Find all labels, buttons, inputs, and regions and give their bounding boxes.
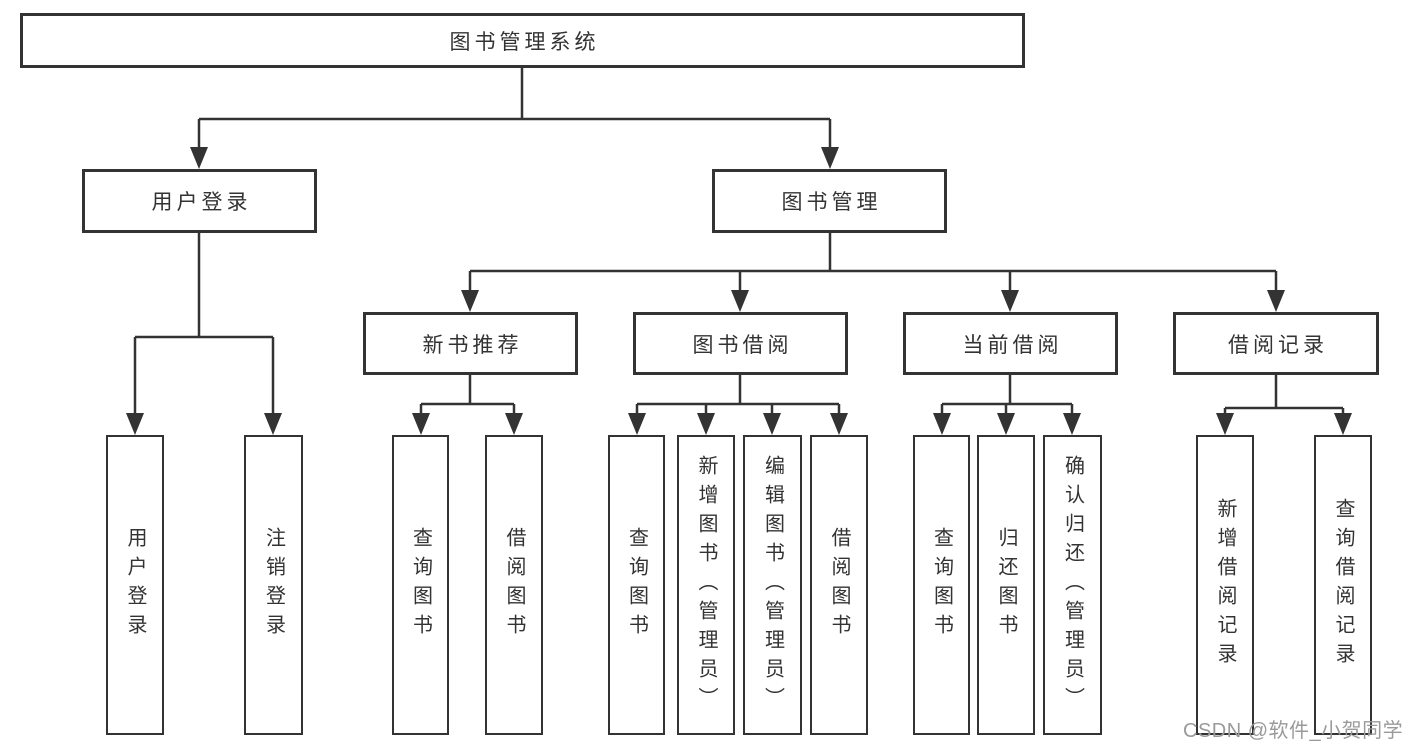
leaf-cb-query-books-label: 查询图书 (930, 527, 953, 643)
node-current-borrow-label: 当前借阅 (962, 333, 1063, 357)
leaf-br-add-record: 新增借阅记录 (1196, 435, 1254, 735)
leaf-bb-query-books: 查询图书 (608, 435, 665, 735)
connector-userlogin-to-leaves (133, 232, 275, 416)
leaf-nb-borrow-books-label: 借阅图书 (503, 527, 525, 643)
leaf-nb-query-books-label: 查询图书 (409, 527, 432, 643)
leaf-cb-confirm-return-admin: 确认归还（管理员） (1043, 435, 1102, 735)
node-root: 图书管理系统 (20, 13, 1025, 68)
leaf-bb-edit-books-admin-label: 编辑图书（管理员） (761, 454, 784, 716)
leaf-bb-borrow-books: 借阅图书 (810, 435, 868, 735)
node-current-borrow: 当前借阅 (903, 312, 1118, 375)
node-new-book-recommend: 新书推荐 (363, 312, 578, 375)
leaf-bb-add-books-admin: 新增图书（管理员） (677, 435, 735, 735)
node-book-management-label: 图书管理 (781, 191, 882, 214)
connector-root-to-level2 (197, 67, 832, 150)
node-book-borrow-label: 图书借阅 (692, 333, 793, 357)
node-borrow-records-label: 借阅记录 (1228, 333, 1328, 357)
leaf-nb-borrow-books: 借阅图书 (485, 435, 543, 735)
leaf-logout: 注销登录 (244, 435, 303, 735)
leaf-user-login-label: 用户登录 (124, 527, 146, 643)
leaf-cb-return-books: 归还图书 (977, 435, 1035, 735)
leaf-cb-confirm-return-admin-label: 确认归还（管理员） (1061, 454, 1084, 716)
connector-bookmgmt-to-level3 (468, 232, 1278, 294)
connector-newbook-to-leaves (419, 374, 516, 416)
leaf-br-query-record: 查询借阅记录 (1314, 435, 1372, 735)
csdn-watermark: CSDN @软件_小贺同学 (1183, 720, 1404, 742)
node-book-borrow: 图书借阅 (633, 312, 848, 375)
node-user-login: 用户登录 (82, 169, 317, 233)
node-root-label: 图书管理系统 (449, 30, 600, 54)
leaf-nb-query-books: 查询图书 (392, 435, 449, 735)
connector-borrowrecords-to-leaves (1223, 374, 1345, 416)
node-new-book-recommend-label: 新书推荐 (422, 333, 523, 357)
node-book-management: 图书管理 (712, 169, 947, 233)
leaf-br-query-record-label: 查询借阅记录 (1332, 498, 1354, 672)
node-borrow-records: 借阅记录 (1173, 312, 1379, 375)
connector-bookborrow-to-leaves (635, 374, 841, 416)
connector-currentborrow-to-leaves (940, 374, 1074, 416)
leaf-bb-edit-books-admin: 编辑图书（管理员） (743, 435, 802, 735)
leaf-cb-return-books-label: 归还图书 (995, 527, 1017, 643)
leaf-user-login: 用户登录 (106, 435, 164, 735)
node-user-login-label: 用户登录 (151, 191, 252, 214)
leaf-bb-query-books-label: 查询图书 (625, 527, 648, 643)
leaf-logout-label: 注销登录 (262, 527, 285, 643)
leaf-bb-add-books-admin-label: 新增图书（管理员） (695, 454, 717, 716)
leaf-br-add-record-label: 新增借阅记录 (1214, 498, 1236, 672)
leaf-bb-borrow-books-label: 借阅图书 (828, 527, 850, 643)
leaf-cb-query-books: 查询图书 (913, 435, 970, 735)
